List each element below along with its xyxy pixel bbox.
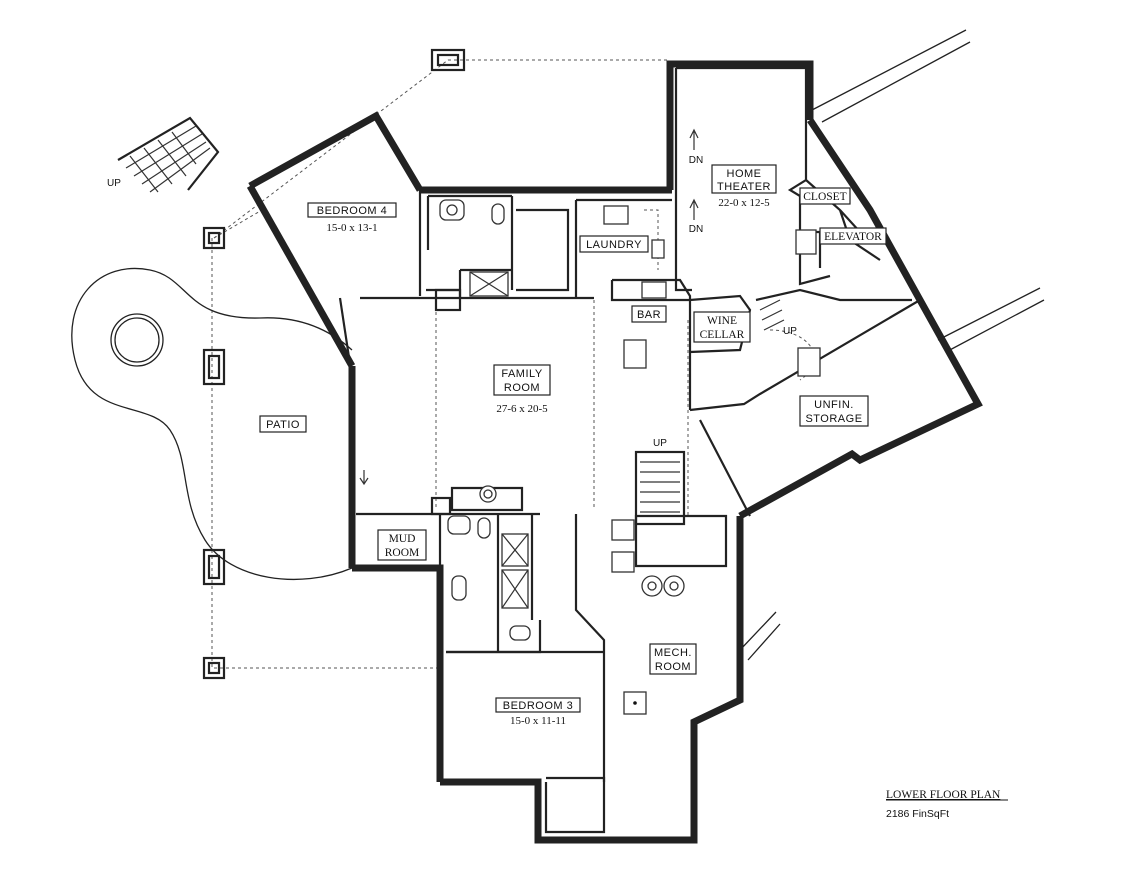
exterior-stair: UP [107,116,220,193]
room-laundry: LAUNDRY [579,235,649,253]
mech-room-name-1: MECH. [654,647,692,659]
theater-dn-label-top: DN [689,155,703,166]
family-room-dims: 27-6 x 20-5 [496,403,548,415]
plan-area: 2186 FinSqFt [886,808,949,820]
elevator-name: ELEVATOR [824,231,882,243]
unfin-storage-name-2: STORAGE [805,413,862,425]
wine-cellar-name-2: CELLAR [700,329,745,341]
mud-room-name-1: MUD [389,533,416,545]
home-theater-dims: 22-0 x 12-5 [718,197,770,209]
wine-cellar-name-1: WINE [707,315,737,327]
room-elevator: ELEVATOR [819,227,887,245]
home-theater-name-1: HOME [727,168,762,180]
fixtures [430,199,821,715]
home-theater-name-2: THEATER [717,181,771,193]
bedroom-3-name: BEDROOM 3 [503,700,574,712]
family-room-name-1: FAMILY [501,368,542,380]
patio-name: PATIO [266,419,300,431]
patio-area [71,59,668,669]
plan-title: LOWER FLOOR PLAN [886,789,1001,801]
room-home-theater: HOME THEATER 22-0 x 12-5 [711,164,777,209]
room-bar: BAR [631,305,667,323]
stair-up-label: UP [107,178,121,189]
bedroom-4-dims: 15-0 x 13-1 [326,222,377,234]
mud-room-name-2: ROOM [385,547,420,559]
family-up-label: UP [653,438,667,449]
patio-columns [202,48,466,680]
room-closet: CLOSET [799,187,851,205]
bedroom-4-name: BEDROOM 4 [317,205,388,217]
room-mech-room: MECH. ROOM [649,643,697,675]
mech-room-name-2: ROOM [655,661,691,673]
laundry-name: LAUNDRY [586,239,642,251]
closet-name: CLOSET [803,191,846,203]
room-wine-cellar: WINE CELLAR [693,311,751,343]
room-unfin-storage: UNFIN. STORAGE [799,395,869,427]
unfin-storage-name-1: UNFIN. [814,399,854,411]
interior-walls [338,66,921,834]
exterior-walls [246,60,983,844]
family-room-name-2: ROOM [504,382,540,394]
bedroom-3-dims: 15-0 x 11-11 [510,715,566,727]
room-mud-room: MUD ROOM [377,529,427,561]
retaining-walls [739,29,1045,661]
title-block: LOWER FLOOR PLAN 2186 FinSqFt [886,789,1008,820]
room-bedroom-4: BEDROOM 4 15-0 x 13-1 [307,202,397,234]
bar-name: BAR [637,309,661,321]
stair-markers: DN DN UP UP [359,128,797,486]
room-patio: PATIO [259,415,307,433]
wine-up-label: UP [783,326,797,337]
theater-dn-label-bottom: DN [689,224,703,235]
room-bedroom-3: BEDROOM 3 15-0 x 11-11 [495,697,581,727]
room-family-room: FAMILY ROOM 27-6 x 20-5 [493,364,551,415]
